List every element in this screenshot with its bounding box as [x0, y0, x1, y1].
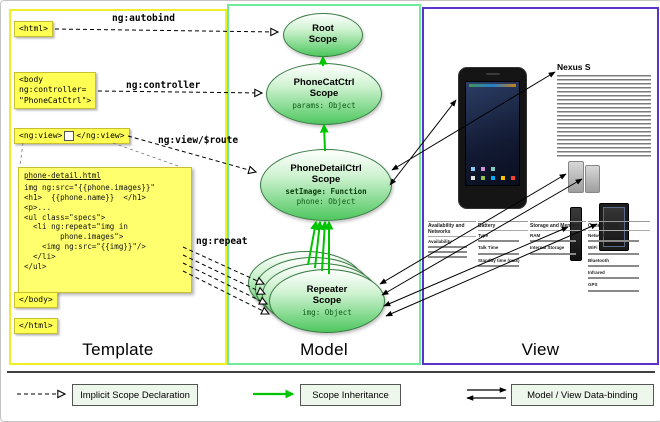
spec-value-text: [428, 246, 468, 249]
phone-thumbnail: [568, 161, 584, 193]
scope-name: Repeater: [306, 284, 348, 296]
ng-autobind-label: ng:autobind: [112, 13, 175, 24]
repeater-scope-ellipse: Repeater Scope img: Object: [269, 269, 385, 333]
ng-controller-label: ng:controller: [126, 80, 201, 91]
spec-value-text: [478, 265, 519, 268]
scope-name: Scope: [312, 295, 342, 306]
code-line: img ng:src="{{phone.images}}": [24, 182, 155, 192]
html-open-tag: <html>: [14, 21, 53, 38]
legend-scope-inheritance-label: Scope Inheritance: [312, 389, 389, 401]
scope-name: Scope: [311, 174, 341, 185]
spec-value-text: [478, 252, 519, 255]
code-line: <li ng:repeat="img in: [24, 222, 128, 232]
scope-property: phone: Object: [296, 196, 356, 206]
code-line: <h1> {{phone.name}} </h1>: [24, 192, 146, 202]
scope-name: PhoneCatCtrl: [293, 77, 355, 89]
code-line: <p>...: [24, 202, 52, 212]
ng-repeat-label: ng:repeat: [196, 236, 248, 247]
phone-thumbnail: [585, 165, 600, 193]
code-line: <img ng:src="{{img}}"/>: [24, 242, 146, 252]
body-open-tag: <body ng:controller= "PhoneCatCtrl">: [14, 72, 97, 110]
detail-template-filename: phone-detail.html: [24, 171, 101, 180]
body-tag-line-3: "PhoneCatCtrl">: [19, 95, 92, 105]
code-line: phone.images">: [24, 232, 124, 242]
body-tag-line-2: ng:controller=: [19, 85, 87, 95]
scope-property: img: Object: [302, 307, 352, 317]
code-line: </ul>: [24, 262, 47, 272]
spec-row-label: Internal Storage: [530, 245, 565, 251]
spec-value-text: [588, 277, 639, 280]
model-panel-label: Model: [300, 340, 348, 359]
spec-value-text: [428, 251, 468, 254]
nexus-phone-image: [458, 67, 527, 209]
scope-name: PhoneDetailCtrl: [290, 163, 362, 175]
spec-row-label: WiFi: [588, 245, 598, 251]
spec-row-label: RAM: [530, 233, 541, 238]
code-line: </li>: [24, 252, 56, 262]
legend-scope-inheritance: Scope Inheritance: [300, 384, 401, 406]
spec-column-header: Battery: [478, 221, 528, 231]
phone-thumbnail: [599, 203, 629, 251]
spec-row-label: Standby time (max): [478, 257, 520, 263]
legend-implicit-scope-label: Implicit Scope Declaration: [80, 389, 190, 401]
spec-column-storage: Storage and Memory RAM Internal Storage: [530, 221, 586, 258]
template-panel-label: Template: [82, 340, 154, 359]
spec-value-text: [530, 240, 576, 243]
ngview-open-tag: <ng:view>: [19, 131, 63, 140]
spec-value-text: [588, 289, 639, 292]
spec-value-text: [588, 240, 639, 243]
scope-name: Root: [312, 23, 334, 35]
scope-property: params: Object: [292, 100, 356, 110]
root-scope-ellipse: Root Scope: [283, 13, 363, 57]
view-page-title: Nexus S: [557, 62, 591, 72]
phonedetailctrl-scope-ellipse: PhoneDetailCtrl Scope setImage: Function…: [260, 149, 392, 221]
spec-row-label: Availability: [428, 239, 452, 244]
spec-value-text: [428, 256, 468, 259]
spec-row-label: Type: [478, 233, 489, 238]
phonecatctrl-scope-ellipse: PhoneCatCtrl Scope params: Object: [266, 63, 382, 125]
ng-view-route-label: ng:view/$route: [158, 135, 239, 146]
scope-name: Scope: [308, 34, 338, 45]
spec-column-header: Availability and Networks: [428, 221, 476, 237]
scope-property: setImage: Function: [285, 186, 367, 196]
spec-value-text: [530, 252, 576, 255]
spec-column-connectivity: Connectivity Network Support WiFi Blueto…: [588, 221, 650, 295]
spec-value-text: [588, 252, 639, 255]
body-close-tag: </body>: [14, 292, 58, 309]
legend-data-binding-label: Model / View Data-binding: [527, 389, 638, 401]
view-panel-label: View: [521, 340, 560, 359]
code-line: <ul class="specs">: [24, 212, 106, 222]
spec-column-availability: Availability and Networks Availability: [428, 221, 476, 261]
ngview-tag: <ng:view> </ng:view>: [14, 128, 130, 145]
spec-column-header: Connectivity: [588, 221, 650, 231]
ngview-close-tag: </ng:view>: [76, 131, 125, 140]
spec-row-label: Talk Time: [478, 245, 499, 251]
spec-row-label: Network Support: [588, 233, 625, 238]
html-close-tag: </html>: [14, 318, 58, 335]
spec-value-text: [588, 265, 639, 268]
spec-value-text: [478, 240, 519, 243]
view-description-text: [557, 75, 651, 159]
spec-row-label: Bluetooth: [588, 257, 609, 263]
body-tag-line-1: <body: [19, 75, 44, 84]
spec-row-label: Infrared: [588, 270, 605, 276]
legend-implicit-scope: Implicit Scope Declaration: [72, 384, 198, 406]
spec-column-header: Storage and Memory: [530, 221, 586, 231]
spec-column-battery: Battery Type Talk Time Standby time (max…: [478, 221, 528, 270]
legend-data-binding: Model / View Data-binding: [511, 384, 654, 406]
scope-name: Scope: [309, 88, 339, 99]
phone-screen: [465, 81, 520, 186]
phone-detail-template-box: phone-detail.html img ng:src="{{phone.im…: [18, 167, 192, 293]
spec-row-label: GPS: [588, 282, 598, 288]
view-placeholder-box: [64, 131, 75, 142]
